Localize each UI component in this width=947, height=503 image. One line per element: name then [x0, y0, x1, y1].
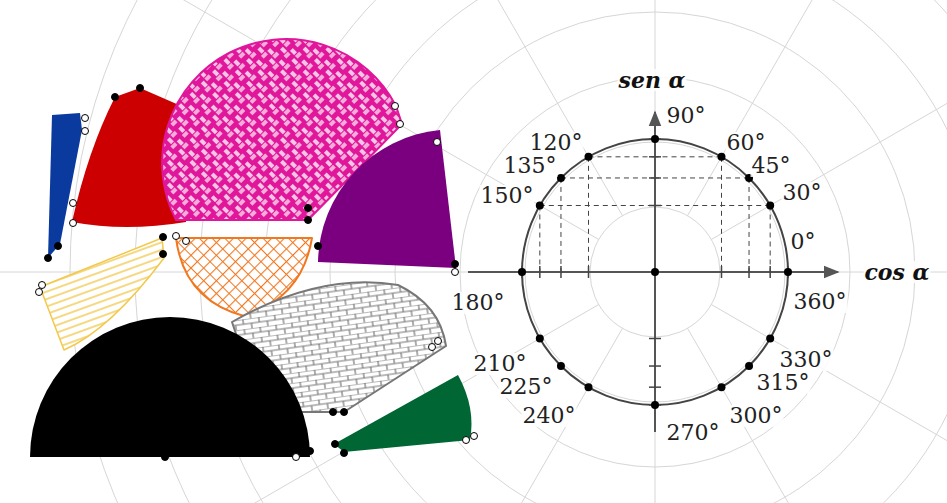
tick — [649, 386, 661, 388]
angle-label: 180° — [451, 292, 506, 314]
origin-point — [651, 268, 659, 276]
angle-label: 360° — [793, 291, 848, 313]
angle-label: 0° — [790, 231, 817, 253]
tick — [649, 365, 661, 367]
puzzle-pieces — [30, 39, 472, 457]
tick — [588, 266, 590, 278]
angle-point — [518, 268, 526, 276]
grid-spoke — [688, 0, 947, 216]
tick — [649, 156, 661, 158]
angle-label: 330° — [779, 349, 834, 371]
angle-label: 315° — [756, 372, 811, 394]
tick — [539, 266, 541, 278]
axis-label: cos α — [863, 261, 930, 283]
angle-label: 225° — [499, 376, 554, 398]
angle-label: 135° — [503, 155, 558, 177]
projection-line — [749, 178, 750, 272]
angle-point — [784, 268, 792, 276]
angle-label: 270° — [666, 422, 721, 444]
angle-point — [766, 335, 774, 343]
grid-spoke — [711, 305, 947, 503]
projection-line — [589, 156, 656, 157]
angle-point — [718, 153, 726, 161]
grid-spoke — [688, 328, 947, 503]
tick — [748, 266, 750, 278]
angle-point — [585, 153, 593, 161]
axis-label: sen α — [618, 69, 687, 91]
angle-point — [536, 335, 544, 343]
projection-line — [770, 206, 771, 273]
angle-point — [585, 383, 593, 391]
angle-point — [718, 383, 726, 391]
angle-label: 150° — [480, 185, 535, 207]
grid-circle — [460, 77, 850, 467]
angle-point — [651, 135, 659, 143]
projection-line — [588, 157, 589, 272]
purple-piece — [318, 130, 456, 268]
tick — [649, 205, 661, 207]
projection-line — [721, 157, 722, 272]
projection-line — [539, 206, 540, 273]
grid-spoke — [711, 0, 947, 240]
angle-label: 90° — [666, 105, 707, 127]
tick — [649, 338, 661, 340]
angle-label: 60° — [726, 132, 767, 154]
grid-circle — [395, 12, 915, 503]
green-piece — [334, 375, 472, 452]
angle-point — [651, 401, 659, 409]
projection-line — [655, 205, 770, 206]
projection-line — [560, 178, 561, 272]
piece-dots — [36, 85, 478, 461]
angle-label: 120° — [529, 132, 584, 154]
grid-spoke — [0, 0, 599, 240]
projection-line — [655, 156, 722, 157]
angle-label: 240° — [522, 405, 577, 427]
angle-label: 45° — [751, 155, 792, 177]
angle-point — [557, 174, 565, 182]
angle-point — [536, 202, 544, 210]
angle-point — [557, 362, 565, 370]
projection-line — [540, 205, 655, 206]
tick — [560, 266, 562, 278]
blue-piece — [48, 113, 82, 258]
angle-label: 300° — [729, 405, 784, 427]
angle-point — [766, 202, 774, 210]
tick — [649, 177, 661, 179]
projection-line — [561, 177, 655, 178]
angle-label: 210° — [473, 353, 528, 375]
black-piece — [30, 317, 310, 457]
angle-point — [745, 362, 753, 370]
tick — [721, 266, 723, 278]
angle-label: 30° — [782, 182, 823, 204]
unit-circle — [468, 112, 838, 432]
projection-line — [655, 177, 749, 178]
tick — [769, 266, 771, 278]
